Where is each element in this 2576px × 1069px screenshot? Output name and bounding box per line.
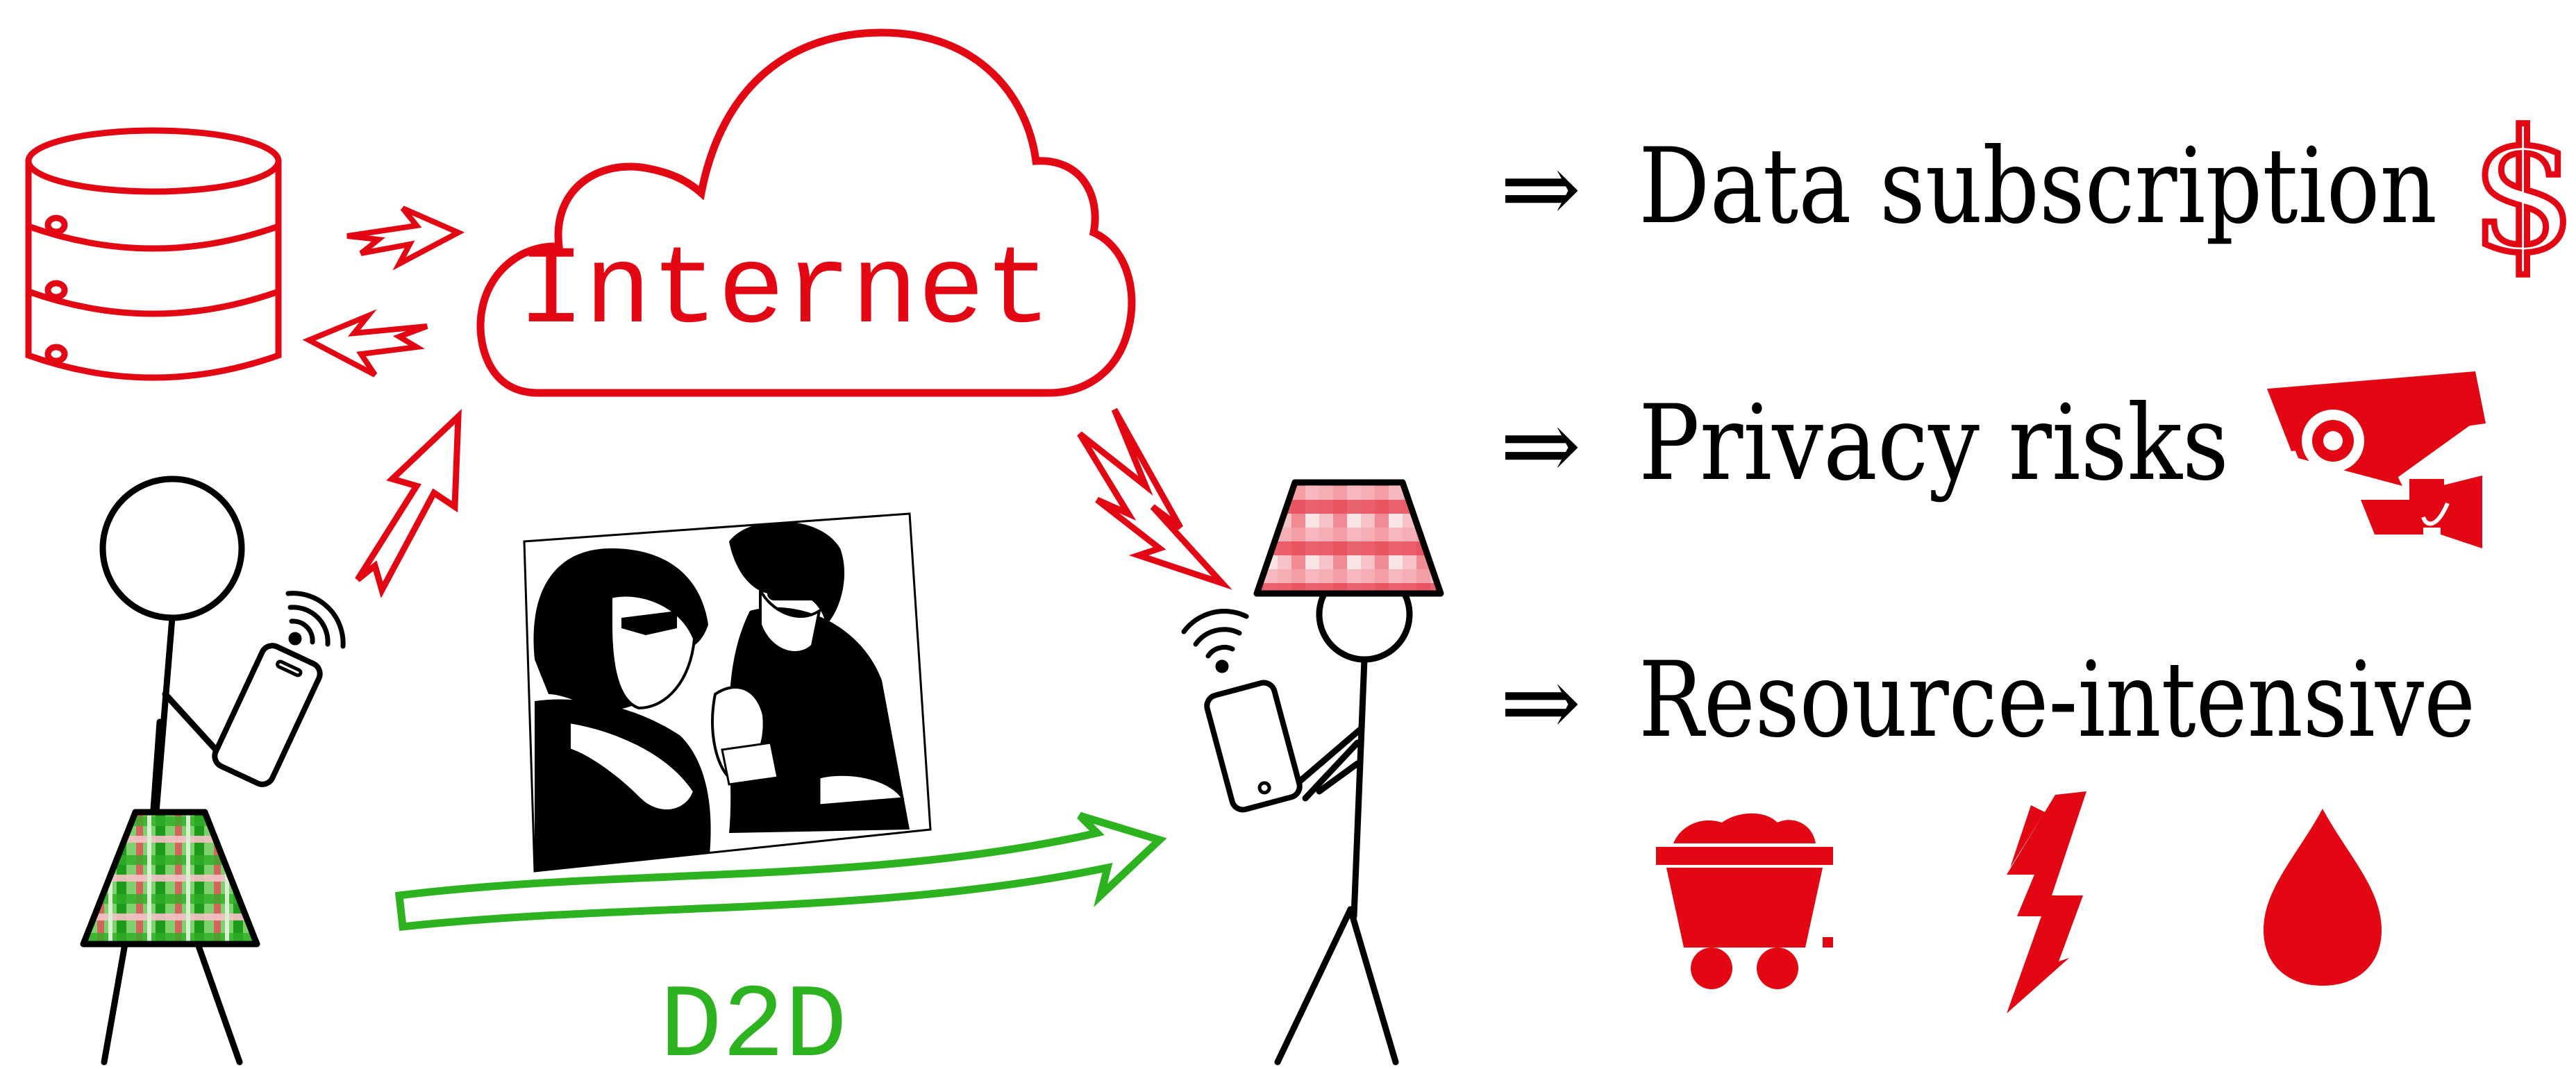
arrow-cloud-to-receiver (1077, 407, 1232, 590)
receiver-hat (1253, 479, 1444, 597)
arrow-user-to-cloud (355, 409, 462, 598)
bullet-data-subscription: ⇒ Data subscription (1500, 126, 2437, 247)
comic-photo-image (523, 512, 932, 873)
database-icon (25, 127, 282, 381)
bullet-text: Data subscription (1639, 126, 2437, 247)
dollar-icon: $ (2471, 95, 2576, 289)
smartphone-icon (212, 643, 323, 787)
receiver-figure (1274, 566, 1413, 1066)
arrow-cloud-to-database (302, 309, 428, 378)
wifi-icon (1181, 609, 1249, 673)
coal-cart-icon (1656, 813, 1833, 989)
lightning-icon (2007, 791, 2086, 1013)
bullet-arrow: ⇒ (1500, 646, 1581, 759)
security-camera-icon (2267, 371, 2486, 548)
d2d-arrow (394, 811, 1167, 932)
cloud-icon: Internet (476, 28, 1136, 397)
bullet-arrow: ⇒ (1500, 389, 1581, 503)
sender-figure (99, 475, 245, 1066)
bullet-text: Privacy risks (1639, 383, 2229, 504)
bullet-privacy-risks: ⇒ Privacy risks (1500, 383, 2229, 504)
bullet-resource-intensive: ⇒ Resource-intensive (1500, 640, 2475, 761)
bullet-arrow: ⇒ (1500, 133, 1581, 246)
arrow-database-to-cloud (346, 205, 465, 271)
bullet-text: Resource-intensive (1639, 640, 2475, 761)
water-drop-icon (2264, 809, 2382, 986)
cloud-label: Internet (518, 230, 1051, 355)
smartphone-icon (1204, 680, 1303, 813)
d2d-label: D2D (660, 969, 847, 1069)
wifi-icon (285, 591, 346, 649)
sender-skirt (80, 809, 260, 948)
